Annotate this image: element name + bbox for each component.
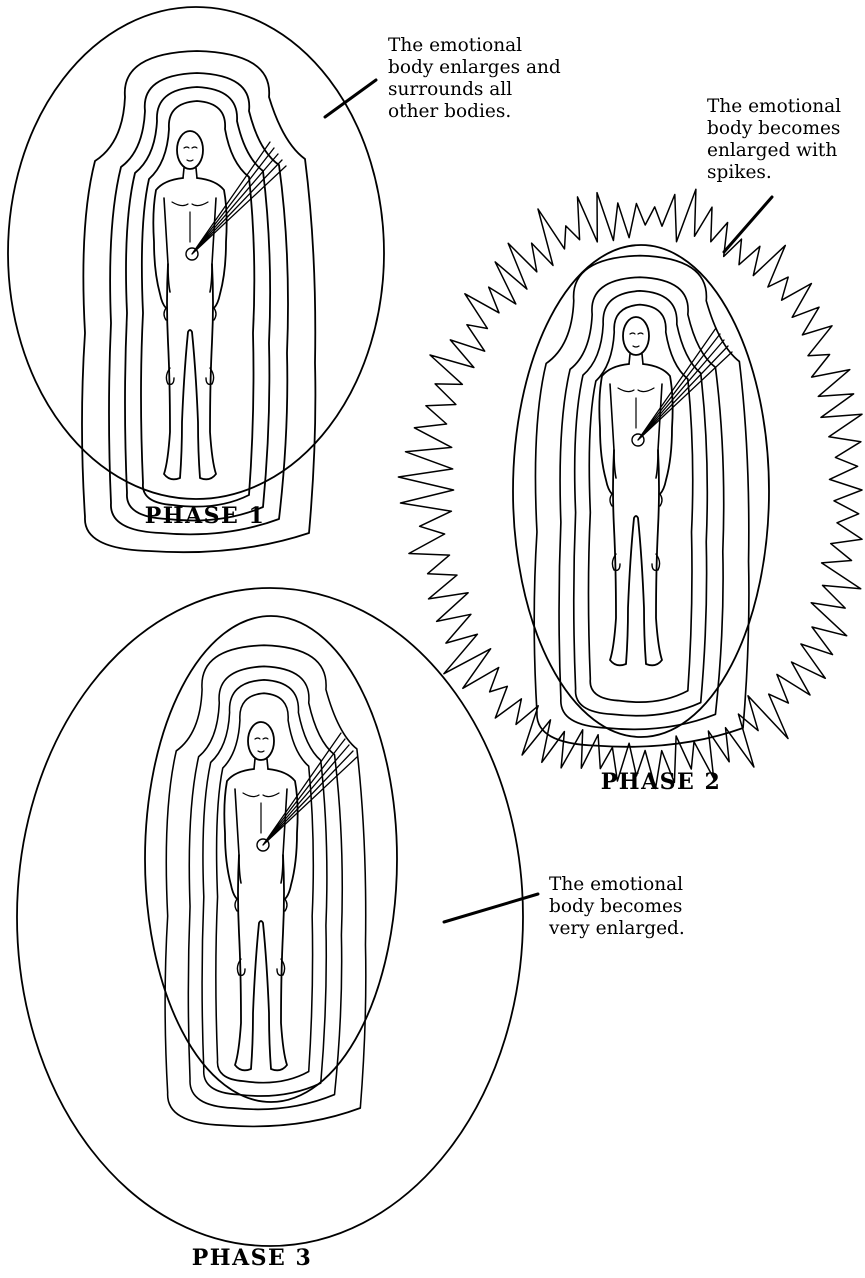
phase-1-caption-line-1: The emotional [388,35,522,56]
phase-3-caption-line-2: body becomes [549,896,682,917]
phase-2-caption-line-3: enlarged with [707,140,837,161]
phase-2-caption: The emotional body becomes enlarged with… [707,96,847,183]
phase-3-emotional-body-ellipse [17,588,523,1246]
phase-2-aura-layers [534,256,749,747]
phase-2-caption-line-2: body becomes [707,118,840,139]
phase-3-caption: The emotional body becomes very enlarged… [548,874,689,939]
phase-2-human-figure [599,317,732,665]
phase-1-human-figure [153,131,286,479]
phase-1-emotional-body-ellipse [8,7,384,499]
phase-3-panel: The emotional body becomes very enlarged… [17,588,689,1271]
phase-2-caption-line-1: The emotional [707,96,841,117]
phase-3-caption-line-1: The emotional [549,874,683,895]
phase-3-caption-line-3: very enlarged. [548,918,685,939]
phase-1-caption-line-2: body enlarges and [388,57,561,78]
phase-1-title: PHASE 1 [145,503,266,529]
phase-1-caption-line-3: surrounds all [388,79,512,100]
phase-2-title: PHASE 2 [601,769,722,795]
phase-3-title: PHASE 3 [192,1245,313,1271]
phase-1-caption: The emotional body enlarges and surround… [388,35,567,122]
phase-1-panel: The emotional body enlarges and surround… [8,7,567,552]
phase-2-spiked-emotional-body [398,189,862,788]
phase-1-caption-line-4: other bodies. [388,101,511,122]
phase-2-pointer-line [724,197,772,252]
phase-2-caption-line-4: spikes. [707,162,772,183]
phase-3-pointer-line [444,894,538,922]
phase-3-inner-ellipse [145,616,397,1102]
phase-2-panel: The emotional body becomes enlarged with… [398,96,862,795]
